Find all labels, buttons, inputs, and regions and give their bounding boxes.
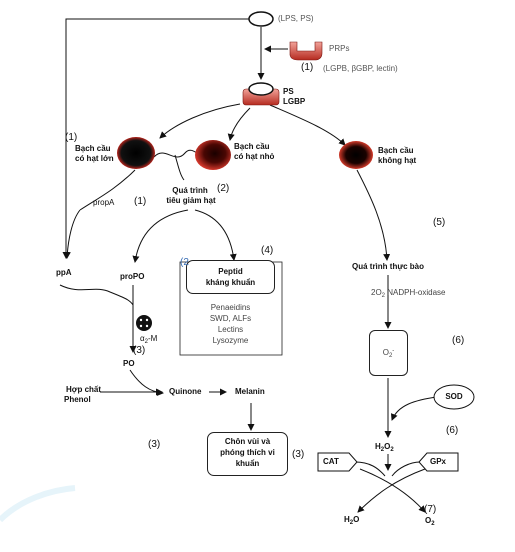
quinone-label: Quinone xyxy=(169,387,202,396)
agranular-cell-label-1: Bạch cầu xyxy=(378,146,414,155)
large-cell-label-1: Bạch cầu xyxy=(75,144,111,153)
step-4: (4) xyxy=(261,245,274,256)
arrow-lps-to-ppa xyxy=(62,18,250,259)
prps-label: PRPs xyxy=(329,44,350,53)
line-cat xyxy=(354,461,386,477)
arrow-po-to-quinone xyxy=(129,369,164,397)
h2o2-label: H2O2 xyxy=(375,442,394,453)
large-cell-label-2: có hạt lớn xyxy=(75,154,114,163)
step-2-peptide: (2 xyxy=(180,257,189,268)
a2m-label: α2-M xyxy=(140,334,158,345)
prps-examples-label: (LGPB, βGBP, lectin) xyxy=(323,64,398,73)
small-cell-label-2: có hạt nhỏ xyxy=(234,152,275,161)
burial-label-3: khuẩn xyxy=(235,459,260,468)
nadph-oxidase-label: NADPH-oxidase xyxy=(387,288,446,297)
propa-label: propA xyxy=(93,198,115,207)
link-ppa-propo xyxy=(59,284,134,306)
arrow-sod xyxy=(390,396,438,421)
gpx-label: GPx xyxy=(430,457,447,466)
cat-label: CAT xyxy=(323,457,339,466)
arrow-to-ppa xyxy=(63,209,81,259)
peptide-item-2: SWD, ALFs xyxy=(209,314,252,323)
arrow-ps-to-large xyxy=(159,103,241,139)
step-3-po: (3) xyxy=(133,345,146,356)
burial-box xyxy=(207,432,288,476)
prps-icon xyxy=(289,41,323,61)
step-3-left: (3) xyxy=(148,439,161,450)
step-1-center: (1) xyxy=(134,196,147,207)
lgbp-label: LGBP xyxy=(283,97,306,106)
agranular-cell-icon xyxy=(339,141,373,169)
link-large-small xyxy=(153,149,201,158)
po-label: PO xyxy=(123,359,135,368)
lps-ps-label: (LPS, PS) xyxy=(278,14,314,23)
peptide-label-2: kháng khuẩn xyxy=(205,278,256,287)
step-5: (5) xyxy=(433,217,446,228)
a2m-icon xyxy=(136,315,152,331)
agranular-cell-label-2: không hạt xyxy=(378,156,417,165)
cat-tag xyxy=(317,452,358,472)
small-granule-cell-icon xyxy=(195,140,231,170)
o2-reaction-label: 2O2 NADPH-oxidase xyxy=(371,288,446,299)
arrow-to-h2o xyxy=(357,468,426,513)
peptide-item-1: Penaeidins xyxy=(210,303,251,312)
superoxide-label: O2- xyxy=(382,348,395,359)
phenol-label-2: Phenol xyxy=(64,395,91,404)
step-1-left: (1) xyxy=(65,132,78,143)
gpx-tag xyxy=(418,452,459,472)
ps-label: PS xyxy=(283,87,294,96)
small-cell-label-1: Bạch cầu xyxy=(234,142,270,151)
arrow-agranular-to-phago xyxy=(356,169,391,261)
peptide-box xyxy=(186,260,275,294)
degranulation-label-1: Quá trình xyxy=(172,186,208,195)
peptide-item-3: Lectins xyxy=(217,325,244,334)
background-arc xyxy=(0,485,76,523)
h2o-label: H2O xyxy=(344,515,360,526)
burial-label-1: Chôn vùi và xyxy=(224,437,271,446)
o2-out-label: O2 xyxy=(425,516,435,527)
sod-ellipse xyxy=(433,384,475,410)
arrow-to-propa xyxy=(79,169,136,211)
arrow-to-peptide xyxy=(194,209,237,261)
burial-label-2: phóng thích vi xyxy=(220,448,275,457)
superoxide-box xyxy=(369,330,408,376)
phenol-label-1: Hợp chất xyxy=(66,385,102,394)
phagocytosis-label: Quá trình thực bào xyxy=(352,262,425,271)
ppa-label: ppA xyxy=(56,268,72,277)
step-6-top: (6) xyxy=(452,335,465,346)
ps-ellipse-icon xyxy=(248,82,274,96)
arrow-ps-to-agranular xyxy=(269,104,346,146)
step-6-bottom: (6) xyxy=(446,425,459,436)
step-2-degranulation: (2) xyxy=(217,183,230,194)
arrow-to-propo xyxy=(132,209,189,263)
arrow-to-o2 xyxy=(359,468,426,513)
step-3-right: (3) xyxy=(292,449,305,460)
peptide-label-1: Peptid xyxy=(218,267,243,276)
step-7: (7) xyxy=(424,504,437,515)
degranulation-label-2: tiêu giảm hạt xyxy=(166,196,216,205)
melanin-label: Melanin xyxy=(235,387,265,396)
line-to-degranulation xyxy=(174,154,185,181)
peptide-item-4: Lysozyme xyxy=(212,336,249,345)
lps-ellipse-icon xyxy=(248,11,274,27)
sod-label: SOD xyxy=(445,392,463,401)
line-gpx xyxy=(391,461,421,477)
propo-label: proPO xyxy=(120,272,145,281)
arrow-ps-to-small xyxy=(227,107,251,141)
step-1-prps: (1) xyxy=(301,62,314,73)
large-granule-cell-icon xyxy=(117,137,155,169)
